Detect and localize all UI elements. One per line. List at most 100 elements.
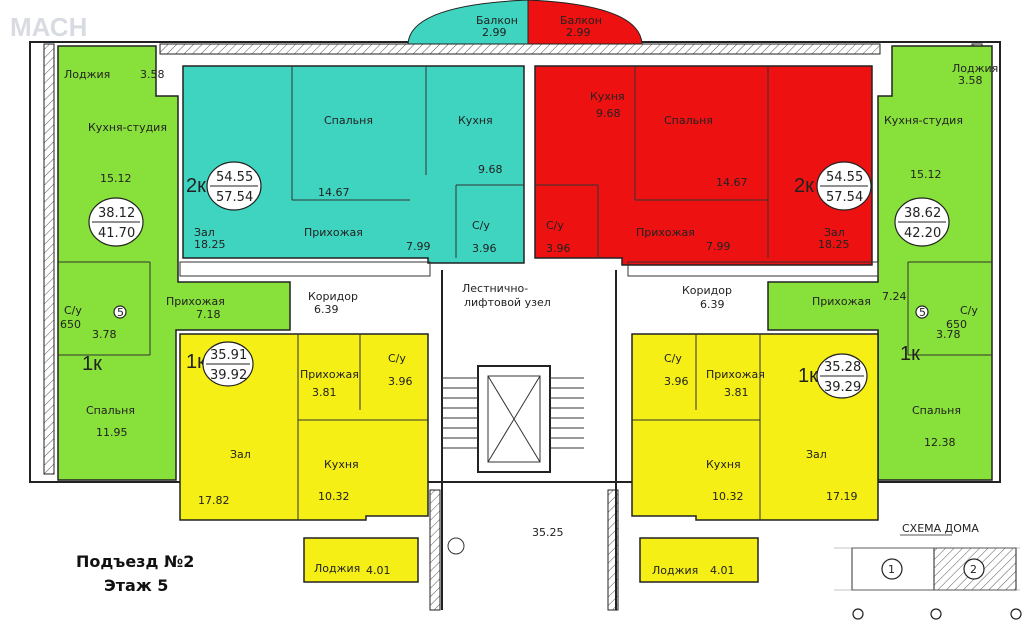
stairwell-label-1: Лестнично-	[462, 282, 528, 295]
room-label: Прихожая	[166, 295, 225, 308]
room-area: 11.95	[96, 426, 128, 439]
balcony-right	[527, 0, 643, 45]
room-area: 3.81	[724, 386, 749, 399]
room-label: Лоджия	[652, 564, 698, 577]
room-label: Зал	[230, 448, 251, 461]
room-label: Лоджия	[64, 68, 110, 81]
total-area: 42.20	[904, 226, 941, 241]
marker-number: 5	[117, 306, 124, 319]
rooms-count: 1к	[186, 351, 206, 373]
room-area: 3.96	[664, 375, 689, 388]
corridor-left-label: Коридор	[308, 290, 358, 303]
room-area: 4.01	[366, 564, 391, 577]
rooms-count: 1к	[798, 365, 818, 387]
room-area: 15.12	[910, 168, 942, 181]
scheme-section-2: 2	[970, 563, 977, 576]
marker-number: 5	[919, 306, 926, 319]
floor-caption: Этаж 5	[104, 576, 169, 595]
marker-circle	[113, 305, 127, 319]
apartment-1k-yellow-right	[631, 333, 879, 521]
room-area: 10.32	[712, 490, 744, 503]
stairwell	[441, 270, 617, 610]
room-area: 3.58	[958, 74, 983, 87]
corridor-right-label: Коридор	[682, 284, 732, 297]
room-area: 3.58	[140, 68, 165, 81]
room-area: 3.78	[936, 328, 961, 341]
wall-stair-left	[429, 489, 441, 611]
room-label: Спальня	[86, 404, 135, 417]
room-area: 17.82	[198, 494, 230, 507]
apartment-1k-green-right	[767, 45, 993, 481]
room-label: С/у	[960, 304, 978, 317]
room-label: С/у	[64, 304, 82, 317]
loggia-yellow-right	[639, 537, 759, 583]
apartment-2k-right	[534, 65, 873, 266]
room-label: С/у	[546, 219, 564, 232]
room-label: Прихожая	[304, 226, 363, 239]
total-area: 39.92	[210, 368, 247, 383]
living-area: 38.12	[98, 206, 135, 221]
room-label: Прихожая	[706, 368, 765, 381]
room-area: 9.68	[596, 107, 621, 120]
rooms-count: 2к	[794, 175, 814, 197]
house-scheme: СХЕМА ДОМА 1 2	[834, 522, 1022, 620]
room-area: 7.99	[406, 240, 431, 253]
room-area: 14.67	[716, 176, 748, 189]
rooms-count: 1к	[82, 353, 102, 375]
room-label: Прихожая	[812, 295, 871, 308]
total-area: 39.29	[824, 380, 861, 395]
room-label: Лоджия	[952, 62, 998, 75]
door-width: 650	[946, 318, 967, 331]
balcony-left-area: 2.99	[482, 26, 507, 39]
apartment-1k-green-left	[57, 45, 291, 481]
room-area: 3.96	[388, 375, 413, 388]
partitions	[58, 66, 992, 520]
total-area: 41.70	[98, 226, 135, 241]
rooms-count: 1к	[900, 343, 920, 365]
living-area: 38.62	[904, 206, 941, 221]
room-area: 7.99	[706, 240, 731, 253]
living-area: 35.91	[210, 348, 247, 363]
living-area: 54.55	[826, 170, 863, 185]
wall-left	[43, 43, 55, 475]
balcony-right-area: 2.99	[566, 26, 591, 39]
living-area: 54.55	[216, 170, 253, 185]
living-area: 35.28	[824, 360, 861, 375]
watermark-logo: МАСН	[10, 12, 87, 42]
room-label: Лоджия	[314, 562, 360, 575]
room-label: Кухня	[706, 458, 741, 471]
scheme-title: СХЕМА ДОМА	[902, 522, 979, 535]
room-area: 18.25	[818, 238, 850, 251]
balcony-left-name: Балкон	[476, 14, 518, 27]
entrance-caption: Подъезд №2	[76, 552, 195, 571]
total-area: 57.54	[826, 190, 863, 205]
room-area: 3.78	[92, 328, 117, 341]
room-label: Спальня	[912, 404, 961, 417]
room-label: Кухня	[590, 90, 625, 103]
room-label: С/у	[472, 219, 490, 232]
balcony-right-name: Балкон	[560, 14, 602, 27]
room-label: С/у	[664, 352, 682, 365]
room-label: С/у	[388, 352, 406, 365]
room-area: 10.32	[318, 490, 350, 503]
room-label: Спальня	[324, 114, 373, 127]
total-area: 57.54	[216, 190, 253, 205]
corridor-right-area: 6.39	[700, 298, 725, 311]
stairwell-label-2: лифтовой узел	[464, 296, 551, 309]
room-label: Кухня-студия	[88, 121, 167, 134]
wall-stair-right	[607, 489, 619, 611]
room-label: Зал	[806, 448, 827, 461]
room-label: Кухня	[324, 458, 359, 471]
room-area: 9.68	[478, 163, 503, 176]
scheme-section-1: 1	[888, 563, 895, 576]
room-label: Прихожая	[300, 368, 359, 381]
stairwell-area: 35.25	[532, 526, 564, 539]
door-width: 650	[60, 318, 81, 331]
room-area: 12.38	[924, 436, 956, 449]
room-label: Прихожая	[636, 226, 695, 239]
room-label: Зал	[194, 226, 215, 239]
room-area: 3.96	[546, 242, 571, 255]
room-area: 7.18	[196, 308, 221, 321]
apartment-2k-left	[182, 65, 525, 264]
